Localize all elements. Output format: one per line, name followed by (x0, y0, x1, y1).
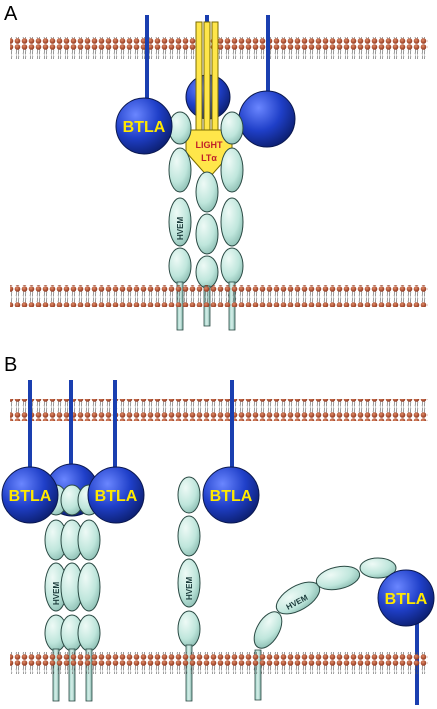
btla-stalk (266, 15, 270, 97)
panel-a-label: A (4, 3, 18, 25)
btla-receptor-icon (202, 466, 260, 524)
btla-label: BTLA (210, 488, 253, 505)
btla-stalk (145, 15, 149, 107)
hvem-domain-icon (177, 476, 201, 702)
light-ltalpha-trimer-icon (185, 21, 233, 179)
lta-label: LTα (201, 153, 217, 163)
hvem-label: HVEM (185, 577, 194, 600)
btla-label: BTLA (123, 119, 166, 136)
btla-stalk (69, 380, 73, 480)
panel-b-label: B (4, 354, 17, 376)
btla-receptor-icon (87, 466, 145, 524)
btla-label: BTLA (95, 488, 138, 505)
btla-receptor-icon (377, 569, 435, 627)
btla-stalk (28, 380, 32, 490)
btla-receptor-icon (238, 90, 296, 148)
hvem-domain-icon (77, 484, 101, 702)
btla-label: BTLA (9, 488, 52, 505)
membrane-top-a (10, 37, 428, 59)
hvem-domain-icon (60, 484, 84, 702)
membrane-bottom-b (10, 652, 428, 674)
btla-stalk (113, 380, 117, 490)
btla-receptor-icon (115, 97, 173, 155)
btla-receptor-icon (1, 466, 59, 524)
btla-stalk (230, 380, 234, 490)
membrane-bottom-a (10, 285, 428, 307)
btla-label: BTLA (385, 591, 428, 608)
light-label: LIGHT (196, 140, 223, 150)
hvem-domain-icon (253, 557, 397, 701)
hvem-label: HVEM (52, 582, 61, 605)
hvem-label: HVEM (176, 217, 185, 240)
